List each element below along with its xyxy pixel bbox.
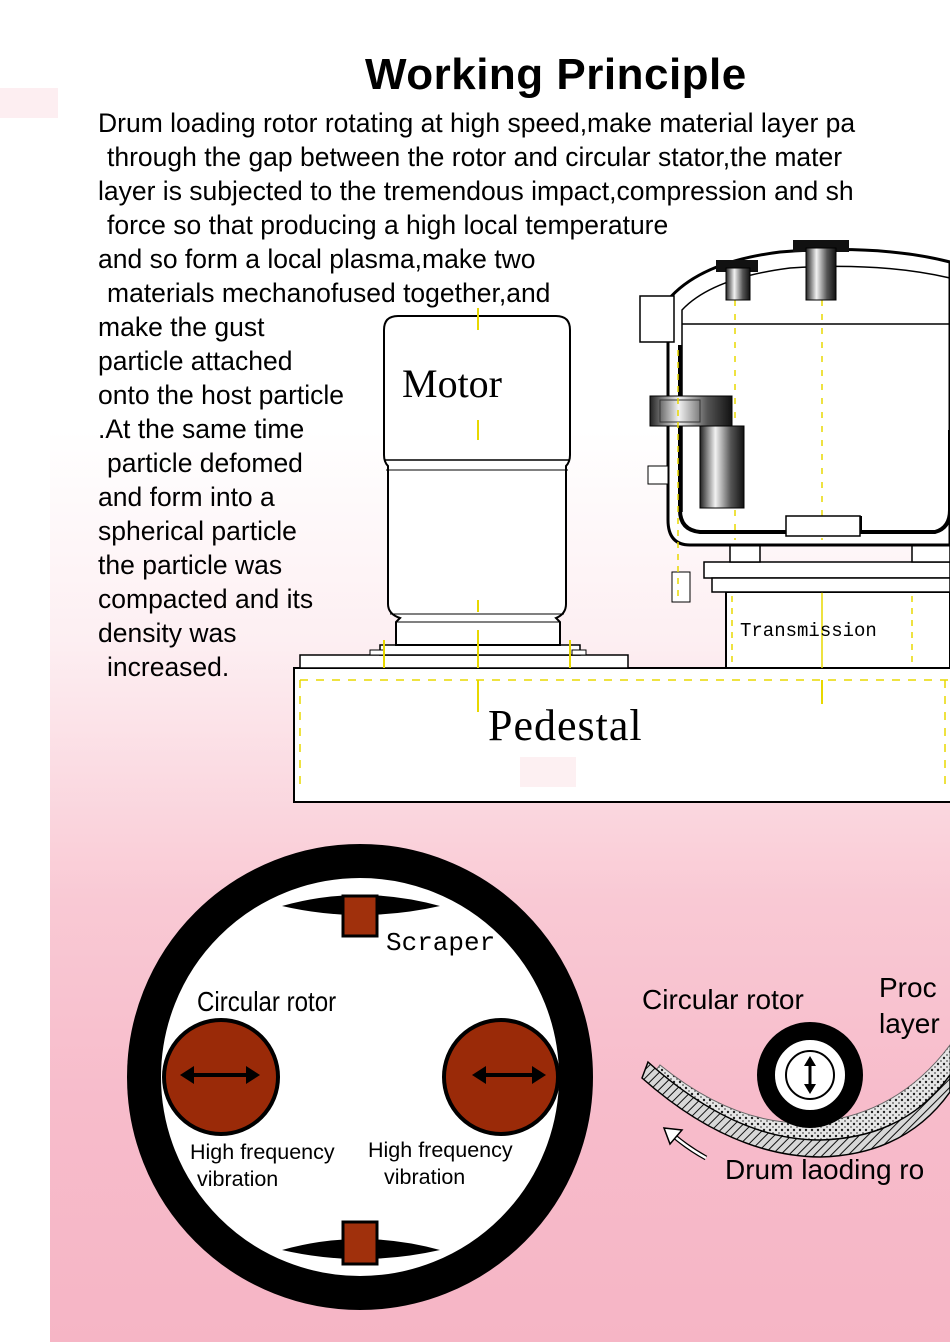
vibration-right-line1: High frequency — [368, 1138, 513, 1162]
description-line: particle attached — [98, 346, 293, 376]
pedestal-block — [293, 667, 950, 803]
top-scraper-block — [341, 894, 379, 938]
drum-loading-rotor-label: Drum laoding ro — [725, 1154, 925, 1185]
description-line: Drum loading rotor rotating at high spee… — [98, 108, 856, 138]
description-line: layer is subjected to the tremendous imp… — [98, 176, 854, 206]
description-line: spherical particle — [98, 516, 297, 546]
description-line: increased. — [107, 652, 230, 682]
motor-body — [383, 315, 571, 646]
left-margin — [0, 0, 50, 1342]
process-layer-label-line2: layer — [879, 1008, 940, 1039]
description-line: make the gust — [98, 312, 265, 342]
description-line: and so form a local plasma,make two — [98, 244, 536, 274]
bottom-scraper-block — [341, 1220, 379, 1266]
gap-circular-rotor-label: Circular rotor — [642, 984, 804, 1015]
gap-diagram — [641, 1022, 950, 1161]
description-line: density was — [98, 618, 237, 648]
process-layer-label-line1: Proc — [879, 972, 937, 1003]
page-title: Working Principle — [365, 50, 747, 99]
description-line: .At the same time — [98, 414, 305, 444]
transmission-box — [725, 591, 950, 669]
description-line: the particle was — [98, 550, 283, 580]
description-line: compacted and its — [98, 584, 314, 614]
vibration-left-line2: vibration — [197, 1167, 279, 1191]
description-line: force so that producing a high local tem… — [107, 210, 669, 240]
description-line: onto the host particle — [98, 380, 345, 410]
description-line: and form into a — [98, 482, 275, 512]
vibration-right-line2: vibration — [384, 1165, 466, 1189]
motor-label: Motor — [402, 361, 502, 406]
scraper-label: Scraper — [386, 928, 496, 958]
drum-wall — [641, 1060, 950, 1158]
machine-diagram — [293, 240, 950, 803]
rotor-diagram — [127, 844, 593, 1310]
description-line: materials mechanofused together,and — [107, 278, 551, 308]
description-line: through the gap between the rotor and ci… — [107, 142, 843, 172]
description-line: particle defomed — [107, 448, 303, 478]
pedestal-label: Pedestal — [488, 701, 643, 750]
left-tab-marker — [0, 88, 58, 118]
transmission-label: Transmission — [740, 620, 877, 642]
drum-outer-ring — [127, 844, 593, 1310]
circular-rotor-label: Circular rotor — [197, 986, 337, 1017]
vibration-left-line1: High frequency — [190, 1140, 335, 1164]
